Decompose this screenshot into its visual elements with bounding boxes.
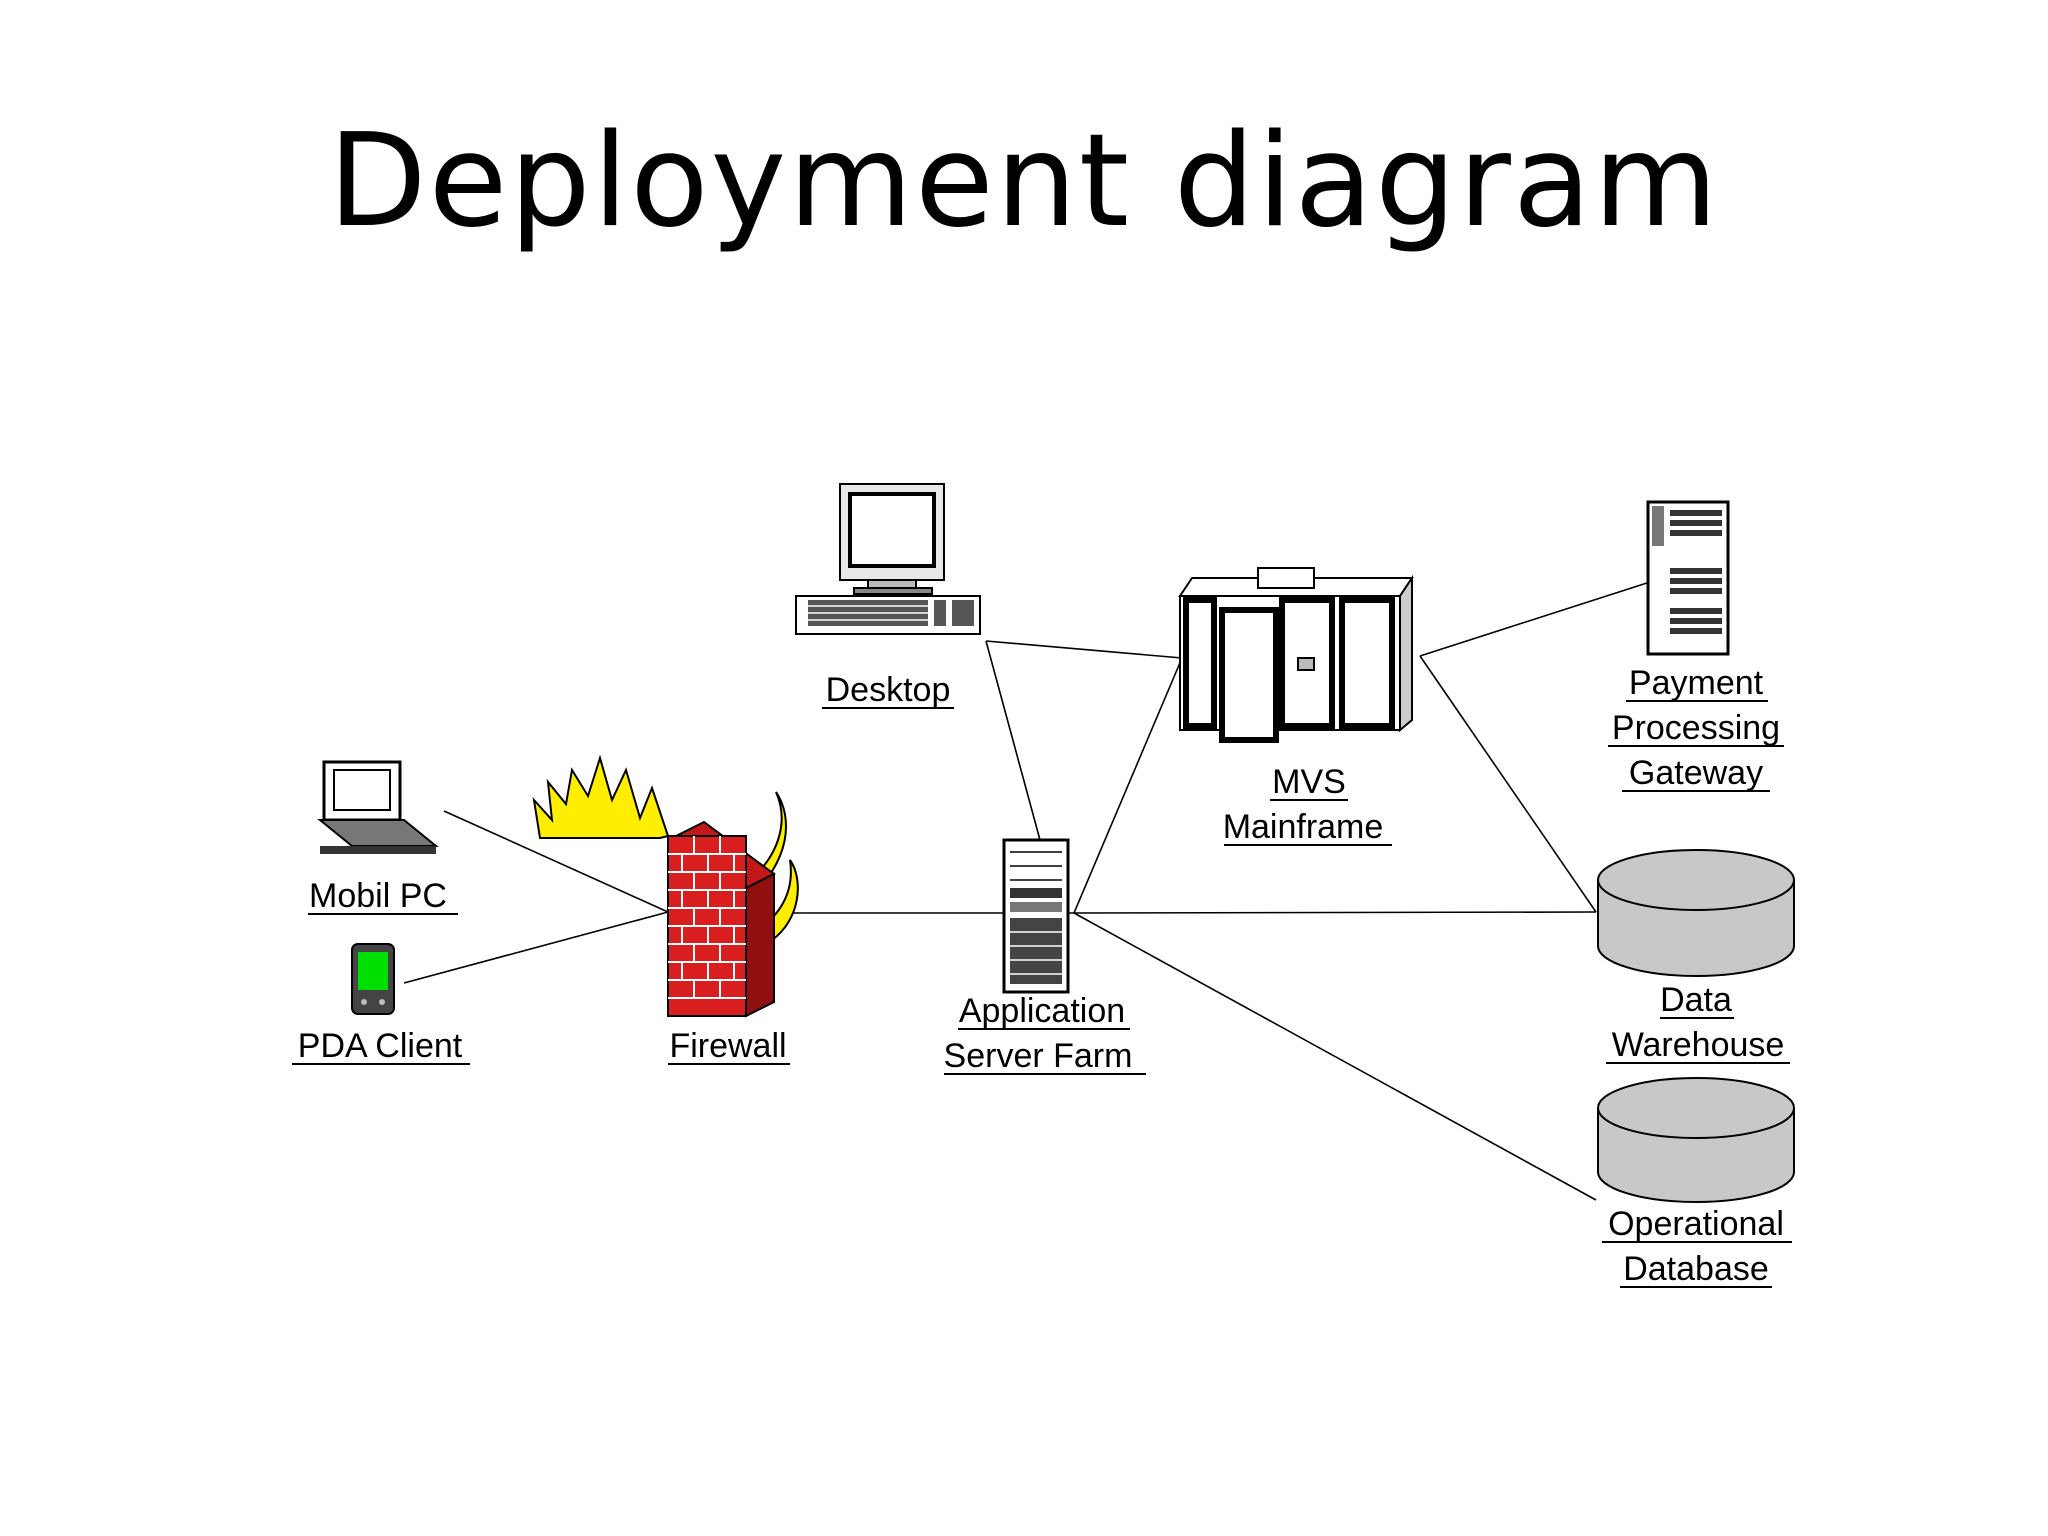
pda-icon[interactable]: [351, 943, 395, 1015]
label-line: MVS: [1272, 763, 1346, 801]
connection-lines: [403, 581, 1651, 1201]
label-line: Database: [1623, 1250, 1769, 1288]
connection-app-server-farm-to-mainframe: [1073, 657, 1183, 914]
label-line: PDA Client: [298, 1027, 463, 1065]
node-label-firewall: Firewall: [668, 1027, 790, 1065]
connection-app-server-farm-to-data-warehouse: [1073, 911, 1597, 914]
desktop-computer-icon[interactable]: [795, 483, 981, 635]
label-line: Operational: [1608, 1205, 1784, 1243]
label-line: Payment: [1629, 664, 1764, 702]
connection-pda-client-to-firewall: [403, 911, 669, 984]
label-line: Server Farm: [944, 1037, 1133, 1075]
node-label-data-warehouse: Data Warehouse: [1606, 981, 1790, 1064]
data-warehouse-disk-icon[interactable]: [1597, 849, 1795, 977]
connection-mobile-pc-to-firewall: [443, 810, 669, 913]
node-label-mainframe: MVS Mainframe: [1223, 763, 1392, 846]
laptop-icon[interactable]: [317, 760, 439, 854]
label-line: Processing: [1612, 709, 1780, 747]
label-line: Warehouse: [1612, 1026, 1785, 1064]
label-line: Data: [1660, 981, 1732, 1019]
app-server-icon[interactable]: [1002, 838, 1070, 994]
connection-desktop-to-app-server-farm: [985, 640, 1041, 841]
label-line: Mobil PC: [309, 877, 447, 915]
node-label-mobile-pc: Mobil PC: [308, 877, 458, 915]
connection-app-server-farm-to-operational-db: [1073, 912, 1597, 1201]
connection-mainframe-to-payment-gateway: [1419, 581, 1651, 657]
connection-mainframe-to-data-warehouse: [1419, 655, 1597, 913]
mainframe-icon[interactable]: [1178, 567, 1414, 743]
label-line: Desktop: [826, 671, 951, 709]
node-label-pda-client: PDA Client: [292, 1027, 470, 1065]
label-line: Application: [959, 992, 1125, 1030]
payment-server-icon[interactable]: [1646, 500, 1730, 656]
operational-db-disk-icon[interactable]: [1597, 1077, 1795, 1203]
label-line: Gateway: [1629, 754, 1763, 792]
node-label-payment-gateway: Payment Processing Gateway: [1608, 664, 1784, 792]
connection-desktop-to-mainframe: [985, 640, 1183, 659]
firewall-icon[interactable]: [532, 754, 799, 1018]
node-label-operational-db: Operational Database: [1602, 1205, 1792, 1288]
label-line: Mainframe: [1223, 808, 1384, 846]
slide-title: Deployment diagram: [328, 107, 1720, 256]
node-label-app-server-farm: Application Server Farm: [944, 992, 1146, 1075]
label-line: Firewall: [669, 1027, 786, 1065]
node-label-desktop: Desktop: [822, 671, 954, 709]
